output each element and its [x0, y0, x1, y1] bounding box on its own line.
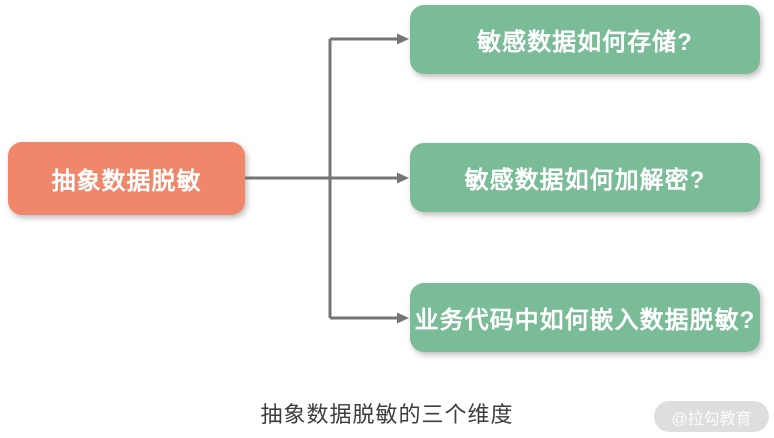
branch-node-storage: 敏感数据如何存储? — [410, 5, 760, 74]
root-node: 抽象数据脱敏 — [8, 142, 245, 215]
branch-node-label: 敏感数据如何存储? — [477, 29, 693, 56]
branch-node-embedding: 业务代码中如何嵌入数据脱敏? — [410, 283, 760, 352]
connector-line-group — [245, 37, 400, 320]
watermark-badge: @拉勾教育 — [654, 401, 769, 432]
arrowhead-middle-icon — [397, 172, 409, 184]
watermark-label: @拉勾教育 — [671, 410, 752, 428]
diagram-caption: 抽象数据脱敏的三个维度 — [260, 402, 514, 427]
branch-node-label: 业务代码中如何嵌入数据脱敏? — [414, 307, 756, 334]
root-node-label: 抽象数据脱敏 — [51, 168, 202, 195]
branch-node-label: 敏感数据如何加解密? — [464, 167, 706, 194]
arrowhead-bottom-icon — [397, 312, 409, 324]
branch-node-encryption: 敏感数据如何加解密? — [410, 143, 760, 212]
arrowhead-top-icon — [397, 33, 409, 45]
